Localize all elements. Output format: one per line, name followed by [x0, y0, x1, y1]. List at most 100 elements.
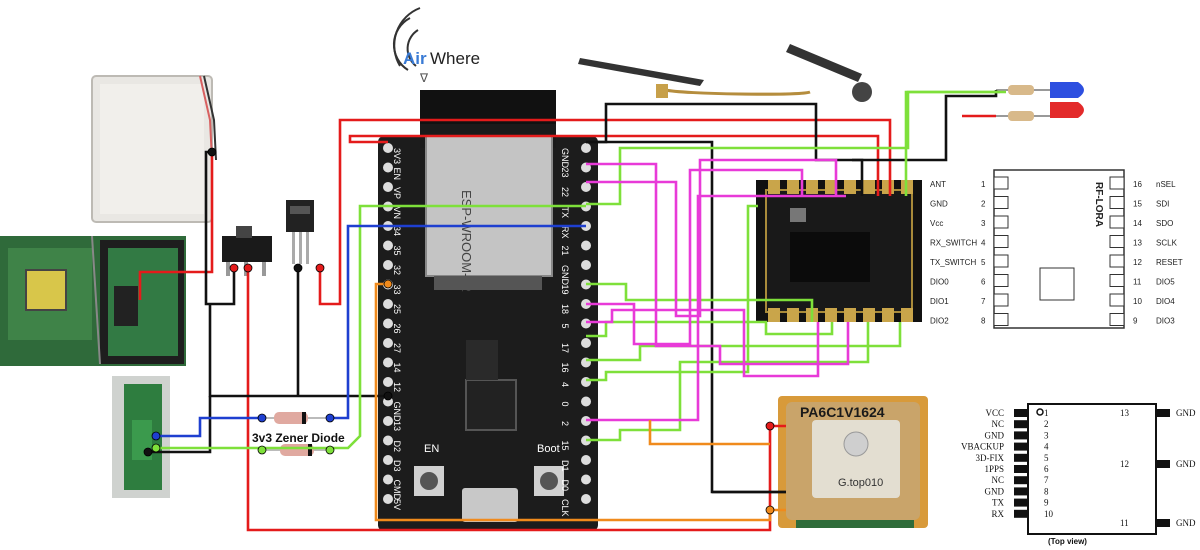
esp32-pin-label: RX	[560, 226, 570, 239]
esp32-pin-label: TX	[560, 207, 570, 219]
lora-pin-pad	[1109, 274, 1125, 287]
magenta-wire	[586, 308, 820, 378]
lora-pin-num: 16	[1133, 180, 1142, 189]
lora-pin-num: 5	[981, 258, 986, 267]
lora-pin-name: DIO2	[930, 317, 949, 326]
esp32-pin	[581, 377, 591, 387]
esp32-pin-label: CMD	[392, 480, 402, 501]
wire-junction	[765, 505, 775, 515]
lora-pin-pad	[993, 215, 1009, 229]
esp32-pin-label: 15	[560, 441, 570, 451]
green-wire	[586, 320, 834, 338]
lora-pin-name: DIO4	[1156, 297, 1175, 306]
lora-pin-name: RX_SWITCH	[930, 239, 977, 248]
esp32-pin	[581, 260, 591, 270]
lora-pad	[806, 180, 818, 194]
esp32-pin	[383, 455, 393, 465]
wire-junction	[151, 431, 161, 441]
esp32-pin-label: 27	[392, 343, 402, 353]
esp32-pin-label: 26	[392, 324, 402, 334]
gps-pin-num: 9	[1044, 498, 1049, 508]
gps-pin-num: 13	[1120, 408, 1130, 418]
lora-pin-num: 10	[1133, 297, 1142, 306]
esp32-pin	[383, 299, 393, 309]
lora-pad	[882, 180, 894, 194]
antenna	[578, 44, 872, 102]
gps-module-photo: PA6C1V1624 G.top010	[778, 396, 928, 528]
gps-pin-name: RX	[991, 509, 1004, 519]
gps-pin-name: VBACKUP	[961, 442, 1004, 452]
lora-pin-pad	[1109, 176, 1125, 190]
lora-pin-num: 3	[981, 219, 986, 228]
gps-pin-num: 5	[1044, 453, 1049, 463]
red-wire	[246, 268, 786, 532]
esp32-pin-label: 18	[560, 304, 570, 314]
lora-pin-num: 1	[981, 180, 986, 189]
gps-photo-sub: G.top010	[838, 477, 883, 489]
zener-diode-2	[262, 444, 330, 456]
esp32-pin	[581, 318, 591, 329]
gps-view-label: (Top view)	[1048, 537, 1087, 546]
gps-pin-num: 3	[1044, 430, 1049, 440]
zener-diode-1	[262, 412, 330, 424]
lora-pin-name: Vcc	[930, 219, 943, 228]
svg-text:∇: ∇	[419, 71, 429, 85]
esp32-pin-label: 21	[560, 246, 570, 256]
magenta-wire	[586, 168, 804, 346]
gps-pin-num: 12	[1120, 459, 1129, 469]
esp32-module-text: ESP-WROOM-32	[459, 190, 474, 292]
lora-pin-pad	[1109, 196, 1125, 209]
red-wire	[348, 134, 880, 196]
esp32-pin	[383, 338, 393, 348]
lora-pin-pad	[993, 254, 1009, 268]
esp32-pin-label: 16	[560, 363, 570, 373]
esp32-pin-label: GND	[560, 148, 570, 169]
magenta-wire	[586, 162, 850, 366]
lora-pin-num: 11	[1133, 278, 1142, 287]
wire-junction	[243, 263, 253, 273]
red-wire	[318, 118, 892, 306]
gps-pin-pad	[1014, 420, 1028, 429]
wire-junction	[765, 421, 775, 431]
esp32-pin-label: 23	[560, 168, 570, 178]
esp32-pin	[383, 357, 393, 368]
gps-pin-num: 8	[1044, 486, 1049, 496]
wire-junction	[293, 263, 303, 273]
lora-pin-num: 13	[1133, 239, 1142, 248]
esp32-pin-label: D0	[560, 480, 570, 492]
blue-wire	[156, 416, 262, 438]
lora-pin-name: DIO1	[930, 297, 949, 306]
lora-pin-num: 2	[981, 200, 986, 209]
esp32-pin-label: 14	[392, 363, 402, 373]
esp32-pin-label: 5	[560, 324, 570, 329]
gps-pin-name: VCC	[985, 408, 1004, 418]
esp32-pin	[581, 474, 591, 485]
esp32-pin-label: CLK	[560, 499, 570, 517]
lora-pin-pad	[1109, 313, 1125, 326]
lora-pin-num: 4	[981, 239, 986, 248]
lora-pin-num: 8	[981, 317, 986, 326]
esp32-pin-label: 5V	[392, 499, 402, 510]
resistor-1	[996, 85, 1050, 95]
wire-junction	[229, 263, 239, 273]
esp32-pin	[383, 182, 393, 192]
esp32-pin	[383, 162, 393, 173]
voltage-regulator	[286, 200, 314, 264]
esp32-pin	[581, 143, 591, 153]
esp32-pin-label: EN	[392, 168, 402, 181]
esp32-pin-label: 34	[392, 226, 402, 236]
lora-pin-num: 7	[981, 297, 986, 306]
gps-pin-name: 1PPS	[984, 464, 1004, 474]
esp32-pin-label: GND	[392, 402, 402, 423]
esp32-pin	[383, 494, 393, 504]
black-wire	[148, 396, 212, 454]
esp32-pin	[383, 377, 393, 387]
gps-pin-num: 10	[1044, 509, 1054, 519]
magenta-wire	[586, 158, 838, 318]
lora-pad	[844, 308, 856, 322]
lora-pin-name: DIO0	[930, 278, 949, 287]
wire-junction	[383, 279, 393, 289]
esp32-pin-label: 3V3	[392, 148, 402, 164]
lora-pad	[863, 180, 875, 194]
